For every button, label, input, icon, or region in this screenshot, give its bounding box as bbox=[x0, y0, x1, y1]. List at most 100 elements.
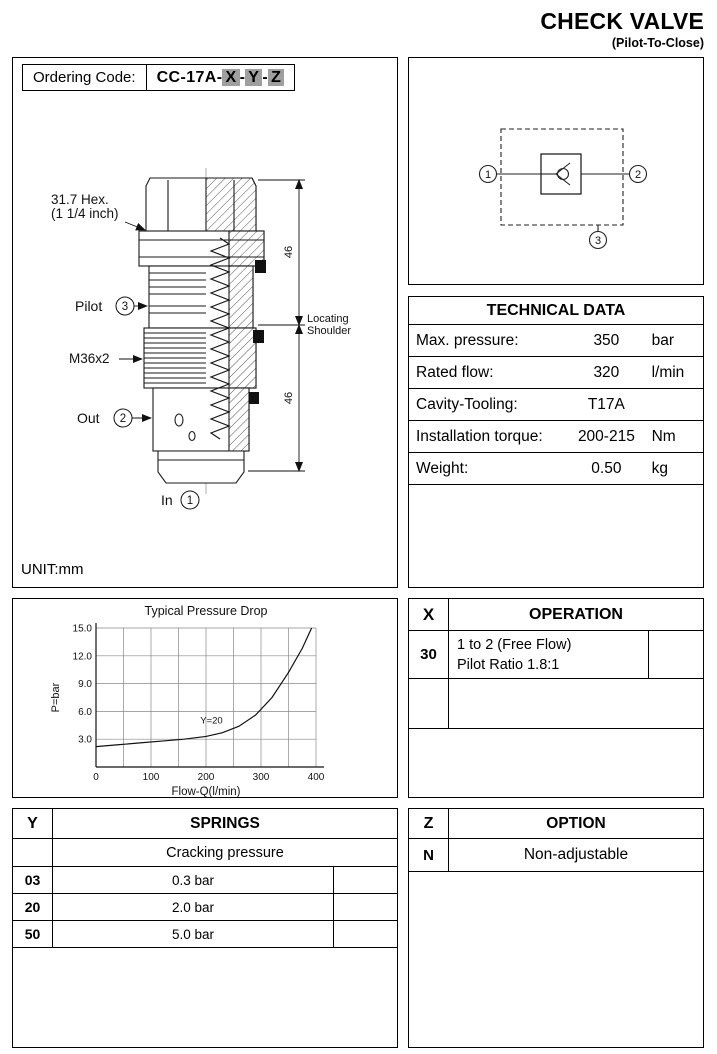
page-subtitle: (Pilot-To-Close) bbox=[611, 36, 704, 50]
out-port-number: 2 bbox=[120, 413, 126, 425]
pilot-port-number: 3 bbox=[122, 301, 128, 313]
tech-value: 200-215 bbox=[577, 427, 635, 445]
y-tick-label: 9.0 bbox=[78, 679, 92, 690]
spring bbox=[209, 237, 231, 440]
option-code: N bbox=[409, 839, 449, 871]
table-row: Installation torque: 200-215 Nm bbox=[409, 421, 703, 453]
technical-data-title: TECHNICAL DATA bbox=[409, 297, 703, 325]
y-tick-label: 12.0 bbox=[73, 651, 93, 662]
schematic-geometry bbox=[478, 128, 648, 250]
table-row: Max. pressure: 350 bar bbox=[409, 325, 703, 357]
tech-label: Rated flow: bbox=[416, 363, 494, 381]
table-row: Rated flow: 320 l/min bbox=[409, 357, 703, 389]
schematic-port-3: 3 bbox=[595, 235, 601, 247]
locating-shoulder-label-line2: Shoulder bbox=[307, 325, 351, 337]
table-row: Weight: 0.50 kg bbox=[409, 453, 703, 485]
page-title: CHECK VALVE bbox=[540, 8, 704, 34]
tech-unit: kg bbox=[651, 459, 668, 477]
option-code-column-header: Z bbox=[409, 809, 449, 838]
hydraulic-symbol-schematic: 1 2 3 bbox=[478, 128, 648, 250]
seal-ring bbox=[253, 330, 264, 343]
port-1-circle bbox=[478, 164, 498, 184]
operation-code-column-header: X bbox=[409, 599, 449, 630]
tech-value: 0.50 bbox=[591, 459, 622, 477]
tech-value: 350 bbox=[593, 331, 620, 349]
springs-header: Y SPRINGS bbox=[13, 809, 397, 839]
tech-value: 320 bbox=[593, 363, 620, 381]
spring-value: 0.3 bar bbox=[171, 872, 215, 888]
seal-ring bbox=[249, 392, 259, 404]
y-tick-label: 15.0 bbox=[73, 624, 93, 635]
tech-unit: Nm bbox=[651, 427, 676, 445]
schematic-panel: 1 2 3 bbox=[408, 57, 704, 285]
tech-label: Cavity-Tooling: bbox=[416, 395, 518, 413]
curve-annotation: Y=20 bbox=[200, 715, 222, 726]
operation-title: OPERATION bbox=[529, 605, 623, 623]
port-number-callouts: 3 2 1 bbox=[113, 296, 200, 510]
chart-title: Typical Pressure Drop bbox=[145, 604, 268, 618]
in-port-number: 1 bbox=[187, 495, 193, 507]
tech-label: Max. pressure: bbox=[416, 331, 519, 349]
springs-subtitle: Cracking pressure bbox=[166, 844, 284, 861]
ordering-y-box: Y bbox=[245, 69, 263, 86]
document-title-block: CHECK VALVE (Pilot-To-Close) bbox=[540, 8, 704, 50]
table-row: Cavity-Tooling: T17A bbox=[409, 389, 703, 421]
pressure-drop-curve bbox=[95, 627, 313, 748]
operation-header: X OPERATION bbox=[409, 599, 703, 631]
hex-size-label-line2: (1 1/4 inch) bbox=[51, 206, 119, 221]
ordering-sep2: - bbox=[262, 69, 269, 86]
thread-size-label: M36x2 bbox=[69, 351, 110, 366]
pilot-envelope-dashed-box bbox=[500, 128, 624, 226]
operation-empty-row bbox=[409, 679, 703, 729]
out-label: Out bbox=[77, 410, 100, 426]
x-tick-label: 400 bbox=[308, 772, 325, 783]
tech-unit: l/min bbox=[651, 363, 685, 381]
operation-code: 30 bbox=[409, 631, 449, 678]
ordering-sep1: - bbox=[239, 69, 246, 86]
spring-code: 50 bbox=[13, 921, 53, 947]
spring-empty-cell bbox=[333, 867, 397, 893]
drawing-labels: 31.7 Hex. (1 1/4 inch) Pilot M36x2 Out I… bbox=[51, 192, 351, 508]
technical-data-panel: TECHNICAL DATA Max. pressure: 350 bar Ra… bbox=[408, 296, 704, 588]
schematic-port-1: 1 bbox=[485, 169, 491, 181]
hex-size-label-line1: 31.7 Hex. bbox=[51, 192, 109, 207]
springs-panel: Y SPRINGS Cracking pressure 03 0.3 bar 2… bbox=[12, 808, 398, 1048]
ordering-code-value: CC-17A-X-Y-Z bbox=[147, 65, 295, 90]
table-row: N Non-adjustable bbox=[409, 839, 703, 872]
operation-description: 1 to 2 (Free Flow) Pilot Ratio 1.8:1 bbox=[449, 631, 648, 678]
option-title: OPTION bbox=[546, 814, 606, 832]
table-row: 20 2.0 bar bbox=[13, 894, 397, 921]
dimension-lines bbox=[119, 179, 305, 472]
operation-empty-cell bbox=[648, 631, 703, 678]
springs-empty-code-cell bbox=[13, 839, 53, 866]
schematic-port-2: 2 bbox=[635, 169, 641, 181]
pilot-label: Pilot bbox=[75, 298, 102, 314]
y-tick-label: 6.0 bbox=[78, 707, 92, 718]
dim-46-top: 46 bbox=[283, 246, 295, 258]
seal-ring bbox=[255, 260, 266, 273]
operation-description-line2: Pilot Ratio 1.8:1 bbox=[457, 656, 560, 673]
x-tick-label: 100 bbox=[143, 772, 160, 783]
tech-label: Installation torque: bbox=[416, 427, 543, 445]
springs-code-column-header: Y bbox=[13, 809, 53, 838]
tech-unit: bar bbox=[651, 331, 674, 349]
spring-value: 5.0 bar bbox=[171, 926, 215, 942]
option-value: Non-adjustable bbox=[523, 846, 629, 863]
operation-panel: X OPERATION 30 1 to 2 (Free Flow) Pilot … bbox=[408, 598, 704, 798]
tech-label: Weight: bbox=[416, 459, 469, 477]
option-header: Z OPTION bbox=[409, 809, 703, 839]
table-row: 50 5.0 bar bbox=[13, 921, 397, 948]
port-2-circle bbox=[628, 164, 648, 184]
ordering-x-box: X bbox=[222, 69, 240, 86]
valve-cross-section-drawing: 31.7 Hex. (1 1/4 inch) Pilot M36x2 Out I… bbox=[51, 168, 351, 510]
table-row: 30 1 to 2 (Free Flow) Pilot Ratio 1.8:1 bbox=[409, 631, 703, 679]
table-row: 03 0.3 bar bbox=[13, 867, 397, 894]
springs-title: SPRINGS bbox=[190, 814, 260, 832]
drawing-panel: Ordering Code: CC-17A-X-Y-Z bbox=[12, 57, 398, 588]
x-axis-label: Flow-Q(l/min) bbox=[172, 786, 241, 797]
spring-empty-cell bbox=[333, 894, 397, 920]
x-tick-label: 200 bbox=[198, 772, 215, 783]
ordering-prefix: CC-17A- bbox=[156, 69, 223, 86]
